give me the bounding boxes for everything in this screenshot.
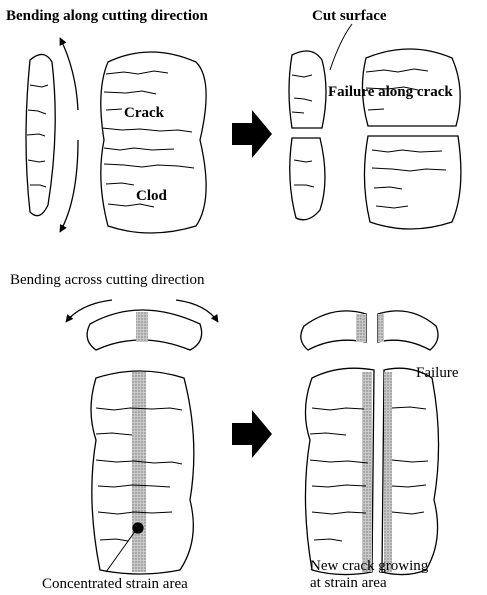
top-panel-title: Bending along cutting direction — [6, 8, 208, 24]
top-panel — [26, 24, 461, 233]
new-crack-label-line1: New crack growing — [310, 558, 428, 574]
failure-along-crack-label: Failure along crack — [328, 84, 453, 100]
strain-leader — [106, 530, 136, 572]
curved-arrow-icon — [60, 38, 78, 110]
concentrated-strain-label: Concentrated strain area — [42, 576, 188, 592]
clod-cracks — [102, 71, 194, 207]
curved-arrow-icon — [66, 300, 112, 322]
curved-arrow-icon — [60, 140, 78, 232]
strain-band — [132, 372, 146, 572]
failure-label: Failure — [416, 365, 459, 381]
cut-surface-leader — [330, 24, 352, 70]
new-crack-label-line2: at strain area — [310, 575, 387, 591]
split-clod-lower — [364, 136, 460, 229]
bottom-panel — [66, 300, 439, 575]
bottom-panel-title: Bending across cutting direction — [10, 272, 205, 288]
slice-cracks — [27, 85, 48, 187]
crack-label: Crack — [124, 105, 164, 121]
split-slice-upper — [289, 51, 326, 128]
clod-outline — [101, 52, 206, 233]
arrow-right-icon — [232, 410, 272, 458]
clod-label: Clod — [136, 188, 167, 204]
split-slice-lower — [290, 138, 325, 220]
cut-surface-label: Cut surface — [312, 8, 387, 24]
curved-arrow-icon — [176, 300, 218, 322]
strain-band — [136, 312, 148, 342]
split-slab-right — [378, 311, 438, 350]
arrow-right-icon — [232, 110, 272, 158]
